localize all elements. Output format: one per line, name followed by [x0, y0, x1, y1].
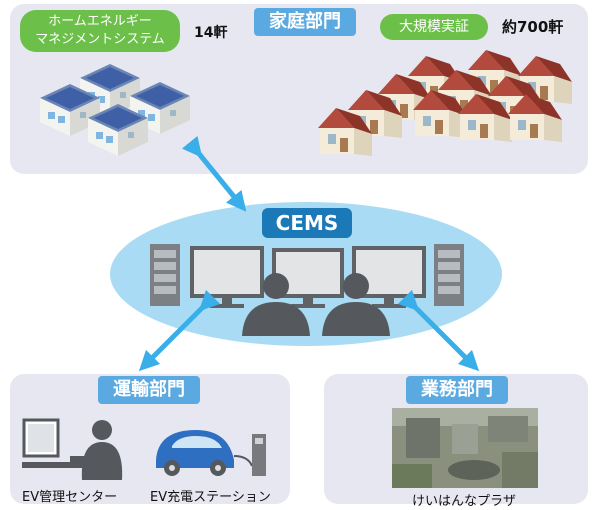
cems-label: CEMS: [262, 208, 352, 238]
monitor-left-icon: [190, 246, 264, 308]
demo-count: 約700軒: [502, 18, 564, 36]
hems-label-line1: ホームエネルギー: [48, 14, 152, 29]
plaza-label: けいはんなプラザ: [412, 494, 517, 509]
plaza-photo: [392, 408, 538, 488]
ev-center-operator-icon: [22, 418, 123, 480]
operator-left-icon: [242, 273, 310, 336]
operator-right-icon: [322, 273, 390, 336]
business-title: 業務部門: [406, 376, 508, 404]
transport-title: 運輸部門: [98, 376, 200, 404]
hems-count: 14軒: [194, 25, 228, 41]
ev-car-charger-icon: [156, 430, 266, 476]
household-title: 家庭部門: [254, 8, 356, 36]
ev-charge-label: EV充電ステーション: [150, 490, 271, 505]
hems-label-line2: マネジメントシステム: [35, 32, 165, 47]
hems-label: ホームエネルギー マネジメントシステム: [20, 10, 180, 52]
ev-center-label: EV管理センター: [22, 490, 118, 505]
demo-label: 大規模実証: [380, 14, 488, 40]
